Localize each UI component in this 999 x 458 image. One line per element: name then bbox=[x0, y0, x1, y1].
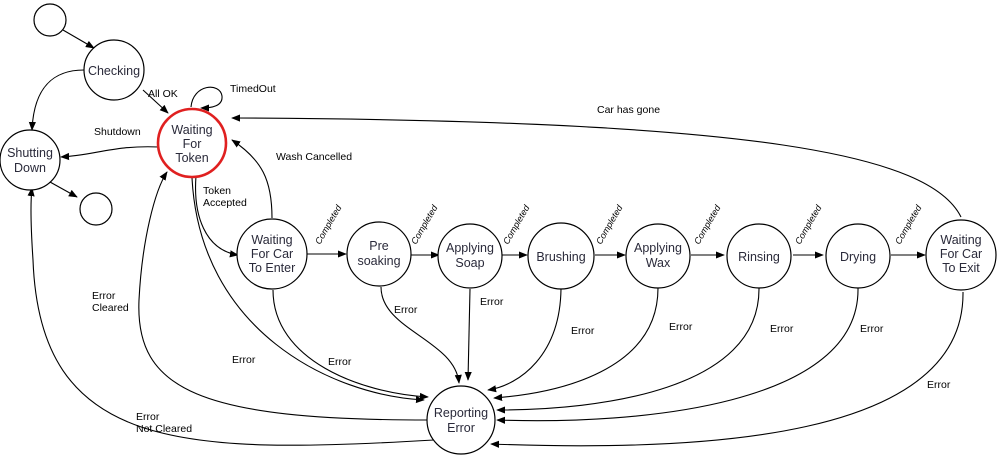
label-completed-6: Completed bbox=[793, 202, 824, 246]
edge-error-from-applying-soap bbox=[464, 288, 472, 381]
state-waiting-for-token-line-1: Waiting bbox=[171, 123, 212, 137]
label-error-waiting-for-car-to-exit: Error bbox=[927, 379, 951, 391]
state-applying-soap-line-2: Soap bbox=[455, 256, 484, 270]
label-token-accepted-line-2: Accepted bbox=[203, 197, 247, 209]
initial-state bbox=[33, 3, 67, 37]
state-applying-soap[interactable]: Applying Soap bbox=[437, 223, 503, 289]
edge-initial-to-checking bbox=[62, 29, 95, 49]
label-error-applying-wax: Error bbox=[669, 321, 693, 333]
edge-error-from-drying bbox=[496, 287, 859, 424]
label-token-accepted-line-1: Token bbox=[203, 185, 231, 197]
state-waiting-for-token-line-2: For bbox=[183, 137, 202, 151]
label-error-waiting-for-car-to-enter: Error bbox=[328, 356, 352, 368]
label-error-not-cleared-line-2: Not Cleared bbox=[136, 423, 192, 435]
state-shutting-down-line-2: Down bbox=[14, 161, 46, 175]
state-applying-wax-line-1: Applying bbox=[634, 241, 682, 255]
edge-car-has-gone bbox=[231, 114, 962, 218]
state-applying-wax[interactable]: Applying Wax bbox=[625, 223, 691, 289]
label-completed-2: Completed bbox=[409, 202, 440, 246]
state-waiting-for-car-to-exit-line-1: Waiting bbox=[940, 233, 981, 247]
state-rinsing-label: Rinsing bbox=[738, 250, 780, 264]
final-state bbox=[79, 192, 113, 226]
label-error-applying-soap: Error bbox=[480, 296, 504, 308]
state-drying[interactable]: Drying bbox=[825, 223, 891, 289]
state-checking[interactable]: Checking bbox=[83, 39, 145, 101]
label-shutdown: Shutdown bbox=[94, 126, 141, 138]
state-waiting-for-car-to-exit[interactable]: Waiting For Car To Exit bbox=[925, 219, 997, 291]
state-waiting-for-token[interactable]: Waiting For Token bbox=[156, 107, 228, 179]
label-wash-cancelled: Wash Cancelled bbox=[276, 151, 352, 163]
state-applying-wax-line-2: Wax bbox=[646, 256, 671, 270]
state-drying-label: Drying bbox=[840, 250, 876, 264]
edge-error-from-brushing bbox=[487, 288, 562, 393]
edge-checking-to-shutting-down bbox=[28, 69, 85, 131]
state-pre-soaking[interactable]: Pre soaking bbox=[346, 221, 412, 287]
label-error-cleared-line-2: Cleared bbox=[92, 302, 129, 314]
state-reporting-error-line-2: Error bbox=[447, 421, 475, 435]
edge-error-cleared bbox=[138, 171, 429, 421]
edge-checking-to-waiting-for-token bbox=[142, 89, 169, 114]
state-shutting-down[interactable]: Shutting Down bbox=[0, 129, 61, 191]
state-applying-soap-line-1: Applying bbox=[446, 241, 494, 255]
label-completed-1: Completed bbox=[313, 202, 344, 246]
edge-error-not-cleared bbox=[27, 187, 435, 446]
edge-timedout-self-loop bbox=[190, 86, 223, 112]
state-rinsing[interactable]: Rinsing bbox=[726, 223, 792, 289]
state-waiting-for-car-to-exit-line-2: For Car bbox=[940, 247, 982, 261]
label-error-cleared-line-1: Error bbox=[92, 290, 116, 302]
label-error-brushing: Error bbox=[571, 325, 595, 337]
label-all-ok: All OK bbox=[148, 88, 178, 100]
label-error-not-cleared-line-1: Error bbox=[136, 411, 160, 423]
edge-wash-cancelled bbox=[231, 139, 273, 219]
edge-token-accepted bbox=[195, 175, 239, 258]
state-pre-soaking-line-1: Pre bbox=[369, 239, 389, 253]
label-error-rinsing: Error bbox=[770, 323, 794, 335]
edge-error-from-pre-soaking bbox=[380, 286, 462, 384]
label-error-waiting-for-token: Error bbox=[232, 354, 256, 366]
state-waiting-for-car-to-enter-line-3: To Enter bbox=[249, 261, 296, 275]
state-waiting-for-car-to-enter[interactable]: Waiting For Car To Enter bbox=[236, 218, 308, 290]
transitions bbox=[27, 29, 964, 448]
state-checking-label: Checking bbox=[88, 64, 140, 78]
edge-shutting-down-to-final bbox=[49, 181, 78, 198]
label-completed-7: Completed bbox=[893, 202, 924, 246]
label-error-pre-soaking: Error bbox=[394, 304, 418, 316]
state-reporting-error-line-1: Reporting bbox=[434, 406, 488, 420]
edge-error-from-waiting-for-car-to-exit bbox=[490, 291, 964, 448]
edge-error-from-waiting-for-token bbox=[191, 177, 425, 404]
label-completed-5: Completed bbox=[692, 202, 723, 246]
edge-error-from-waiting-for-car-to-enter bbox=[272, 289, 429, 401]
state-shutting-down-line-1: Shutting bbox=[7, 146, 53, 160]
state-waiting-for-car-to-enter-line-2: For Car bbox=[251, 247, 293, 261]
edge-error-from-rinsing bbox=[496, 287, 760, 414]
label-car-has-gone: Car has gone bbox=[597, 104, 660, 116]
state-waiting-for-car-to-exit-line-3: To Exit bbox=[942, 261, 980, 275]
state-pre-soaking-line-2: soaking bbox=[357, 254, 400, 268]
state-reporting-error[interactable]: Reporting Error bbox=[426, 385, 496, 455]
label-timed-out: TimedOut bbox=[230, 83, 276, 95]
state-waiting-for-token-line-3: Token bbox=[175, 151, 208, 165]
label-error-drying: Error bbox=[860, 323, 884, 335]
edge-waiting-to-shutting-down bbox=[60, 146, 160, 161]
label-completed-3: Completed bbox=[501, 202, 532, 246]
label-completed-4: Completed bbox=[594, 202, 625, 246]
state-brushing[interactable]: Brushing bbox=[527, 222, 595, 290]
state-brushing-label: Brushing bbox=[536, 250, 585, 264]
edge-error-from-applying-wax bbox=[493, 287, 659, 401]
state-waiting-for-car-to-enter-line-1: Waiting bbox=[251, 233, 292, 247]
